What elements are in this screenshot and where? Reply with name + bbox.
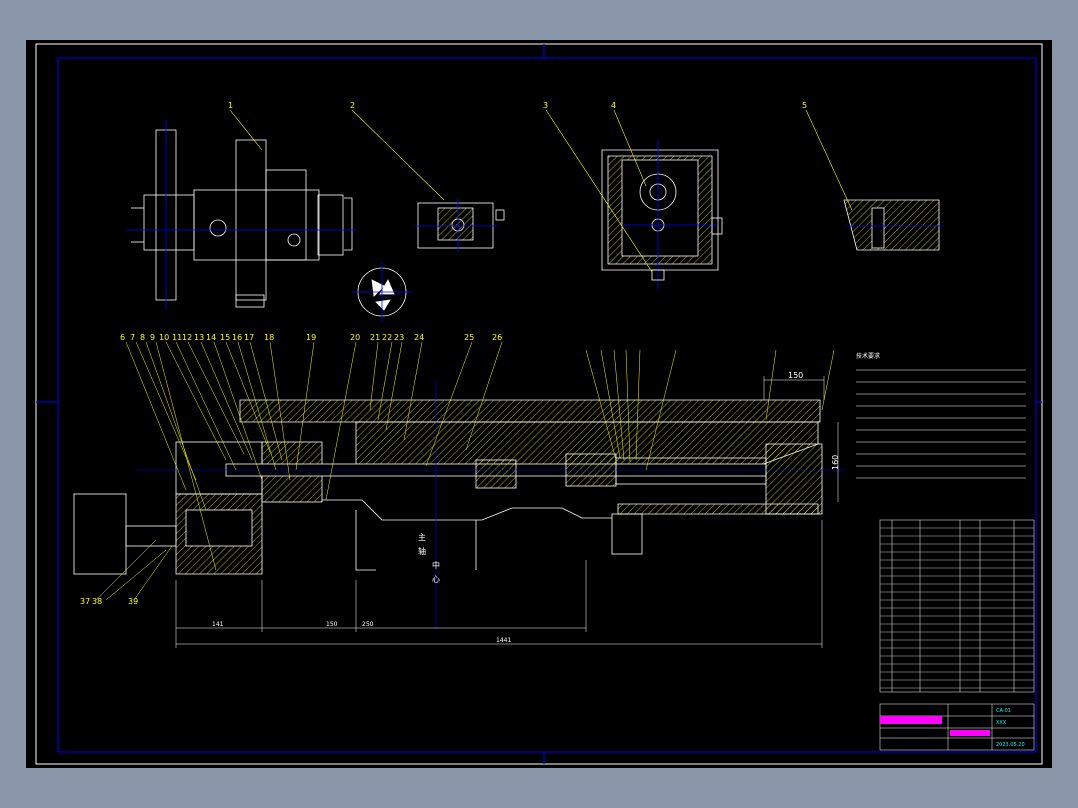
dim-total: 1441 <box>496 637 511 644</box>
part-numbers-bottom: 37 38 39 <box>80 597 138 606</box>
title-drawing-no: CA-01 <box>996 708 1011 714</box>
view-label-2: 2 <box>350 101 355 110</box>
part-no-8: 8 <box>140 333 145 342</box>
notes-title: 技术要求 <box>856 352 880 360</box>
view-label-4: 4 <box>611 101 616 110</box>
title-block <box>879 703 1035 751</box>
dim-150: 150 <box>788 371 803 380</box>
center-text-1: 主 <box>418 532 426 542</box>
part-no-6: 6 <box>120 333 125 342</box>
part-no-18: 18 <box>264 333 274 342</box>
part-no-21: 21 <box>370 333 380 342</box>
view-3-4 <box>601 140 723 290</box>
view-5 <box>843 199 944 251</box>
part-no-39: 39 <box>128 597 138 606</box>
view-1-section <box>352 262 412 322</box>
parts-list-table <box>879 519 1035 693</box>
center-text-2: 轴 <box>418 546 426 556</box>
part-no-16: 16 <box>232 333 242 342</box>
dim-160: 160 <box>831 455 840 470</box>
part-no-25: 25 <box>464 333 474 342</box>
part-no-11: 11 <box>172 333 182 342</box>
dimension-lines <box>175 376 839 648</box>
part-numbers-top: 6 7 8 9 10 11 12 13 14 15 16 17 18 19 20… <box>120 333 502 342</box>
tech-notes: 技术要求 <box>856 352 1026 479</box>
drawing-viewport[interactable]: 1 2 3 4 5 <box>26 40 1052 768</box>
outer-frame <box>35 43 1043 765</box>
center-text-4: 心 <box>432 575 440 584</box>
part-no-14: 14 <box>206 333 216 342</box>
part-no-22: 22 <box>382 333 392 342</box>
inner-frame <box>57 57 1037 753</box>
part-no-15: 15 <box>220 333 230 342</box>
view-leaders <box>229 109 853 273</box>
part-no-26: 26 <box>492 333 502 342</box>
part-no-20: 20 <box>350 333 360 342</box>
view-label-3: 3 <box>543 101 548 110</box>
cad-drawing: 1 2 3 4 5 <box>35 43 1043 765</box>
dim-left: 141 <box>212 621 224 628</box>
bom-rows <box>880 527 1034 689</box>
part-no-38: 38 <box>92 597 102 606</box>
part-no-23: 23 <box>394 333 404 342</box>
part-no-24: 24 <box>414 333 424 342</box>
view-2 <box>414 198 505 252</box>
part-no-19: 19 <box>306 333 316 342</box>
view-label-1: 1 <box>228 101 233 110</box>
part-no-17: 17 <box>244 333 254 342</box>
part-no-7: 7 <box>130 333 135 342</box>
main-section <box>73 399 823 575</box>
part-no-37: 37 <box>80 597 90 606</box>
dim-mid-1: 150 <box>326 621 338 628</box>
part-no-9: 9 <box>150 333 155 342</box>
part-no-12: 12 <box>182 333 192 342</box>
title-school: XXX <box>996 720 1007 726</box>
view-label-5: 5 <box>802 101 807 110</box>
title-date: 2023.05.20 <box>996 742 1025 748</box>
part-no-13: 13 <box>194 333 204 342</box>
center-text-3: 中 <box>432 560 440 570</box>
part-no-10: 10 <box>159 333 169 342</box>
part-leaders <box>95 341 835 601</box>
dim-mid-2: 250 <box>362 621 374 628</box>
view-1 <box>126 120 356 310</box>
